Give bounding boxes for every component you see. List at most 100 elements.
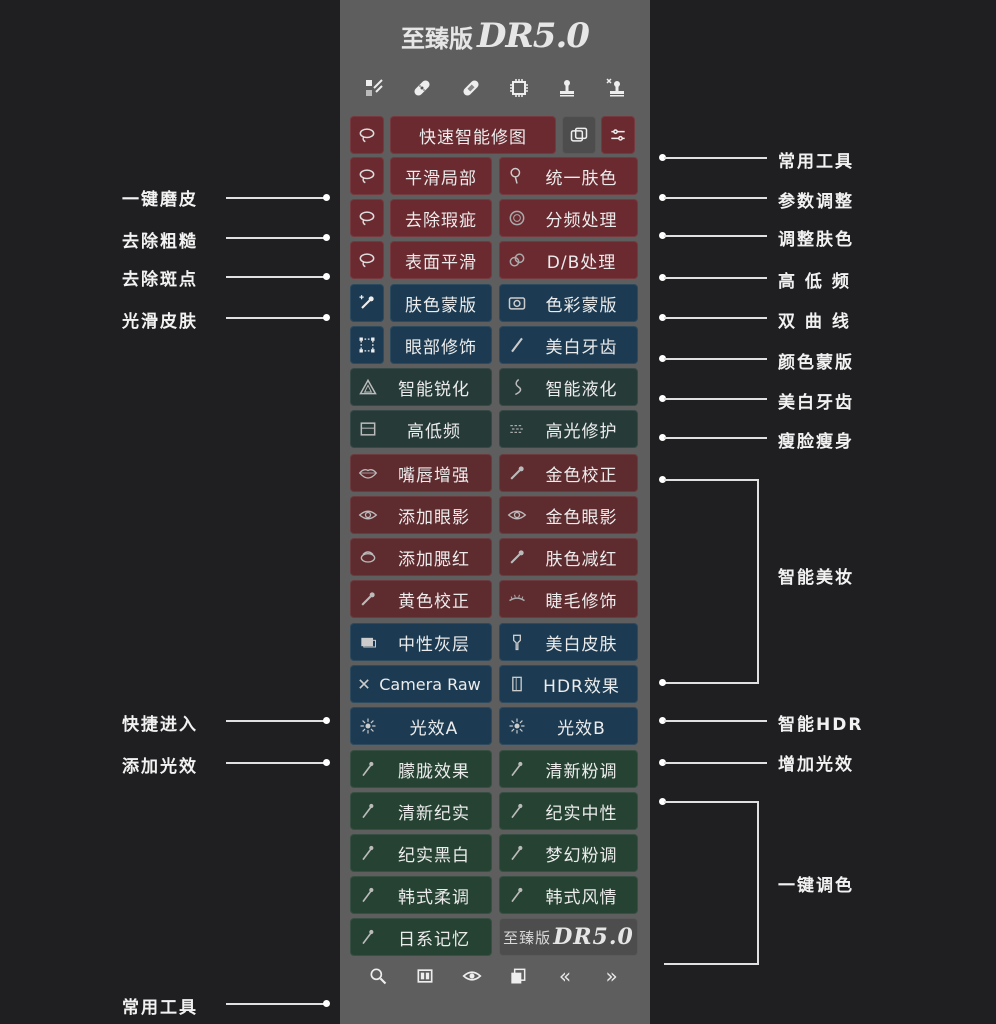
wand-icon bbox=[351, 885, 385, 905]
chip-icon[interactable] bbox=[504, 73, 534, 103]
eyelash-icon bbox=[500, 589, 534, 609]
right-label: 智能HDR bbox=[778, 715, 864, 735]
db-process-label: D/B处理 bbox=[546, 252, 617, 273]
magnifier-icon bbox=[500, 166, 534, 186]
add-blush-label: 添加腮红 bbox=[398, 549, 470, 570]
smart-sharpen-button[interactable]: 智能锐化 bbox=[350, 368, 492, 406]
lasso-button[interactable] bbox=[350, 241, 384, 279]
docu-neutral-button[interactable]: 纪实中性 bbox=[499, 792, 638, 830]
light-effect-b-button[interactable]: 光效B bbox=[499, 707, 638, 745]
camera-icon bbox=[500, 293, 534, 313]
copy-button[interactable] bbox=[562, 116, 596, 154]
bandage-icon[interactable] bbox=[456, 73, 486, 103]
gold-correct-button[interactable]: 金色校正 bbox=[499, 454, 638, 492]
eye-icon[interactable] bbox=[459, 963, 485, 989]
gold-correct-label: 金色校正 bbox=[545, 465, 618, 486]
bandage-icon[interactable] bbox=[407, 73, 437, 103]
korean-style-button[interactable]: 韩式风情 bbox=[499, 876, 638, 914]
next-icon[interactable]: » bbox=[605, 964, 618, 988]
pointer-line bbox=[664, 479, 758, 481]
skin-mask-button[interactable]: 肤色蒙版 bbox=[390, 284, 492, 322]
selection-button[interactable] bbox=[350, 326, 384, 364]
texture-icon bbox=[500, 419, 534, 439]
fresh-pink-button[interactable]: 清新粉调 bbox=[499, 750, 638, 788]
pointer-dot bbox=[659, 314, 666, 321]
db-process-button[interactable]: D/B处理 bbox=[499, 241, 638, 279]
brush-icon bbox=[500, 335, 534, 355]
reduce-red-button[interactable]: 肤色减红 bbox=[499, 538, 638, 576]
korean-soft-button[interactable]: 韩式柔调 bbox=[350, 876, 492, 914]
right-label: 双 曲 线 bbox=[778, 312, 851, 332]
unify-skin-label: 统一肤色 bbox=[545, 168, 618, 189]
whiten-skin-button[interactable]: 美白皮肤 bbox=[499, 623, 638, 661]
lasso-button[interactable] bbox=[350, 199, 384, 237]
wand-icon bbox=[351, 843, 385, 863]
eye-icon bbox=[500, 505, 534, 525]
eyelash-button[interactable]: 睫毛修饰 bbox=[499, 580, 638, 618]
dream-pink-label: 梦幻粉调 bbox=[545, 845, 618, 866]
right-label: 瘦脸瘦身 bbox=[778, 432, 854, 452]
smooth-local-label: 平滑局部 bbox=[405, 168, 477, 189]
add-eyeshadow-button[interactable]: 添加眼影 bbox=[350, 496, 492, 534]
pointer-dot bbox=[323, 1000, 330, 1007]
hazy-effect-button[interactable]: 朦胧效果 bbox=[350, 750, 492, 788]
brand-cn: 至臻版 bbox=[401, 24, 474, 53]
eyedropper-icon bbox=[500, 547, 534, 567]
left-label: 光滑皮肤 bbox=[122, 312, 198, 332]
stamp-x-icon[interactable] bbox=[601, 73, 631, 103]
gold-eyeshadow-button[interactable]: 金色眼影 bbox=[499, 496, 638, 534]
fresh-docu-button[interactable]: 清新纪实 bbox=[350, 792, 492, 830]
prev-icon[interactable]: « bbox=[558, 964, 572, 988]
pointer-dot bbox=[323, 717, 330, 724]
japan-memory-button[interactable]: 日系记忆 bbox=[350, 918, 492, 956]
pointer-dot bbox=[659, 717, 666, 724]
add-blush-button[interactable]: 添加腮红 bbox=[350, 538, 492, 576]
sun-icon bbox=[500, 716, 534, 736]
smart-liquify-button[interactable]: 智能液化 bbox=[499, 368, 638, 406]
neutral-gray-button[interactable]: 中性灰层 bbox=[350, 623, 492, 661]
layers-icon[interactable] bbox=[505, 963, 531, 989]
light-effect-a-button[interactable]: 光效A bbox=[350, 707, 492, 745]
columns-icon[interactable] bbox=[412, 963, 438, 989]
unify-skin-button[interactable]: 统一肤色 bbox=[499, 157, 638, 195]
right-label: 参数调整 bbox=[778, 192, 854, 212]
search-icon[interactable] bbox=[365, 963, 391, 989]
settings-sliders-button[interactable] bbox=[601, 116, 635, 154]
pointer-dot bbox=[323, 314, 330, 321]
stamp-icon[interactable] bbox=[552, 73, 582, 103]
color-mask-button[interactable]: 色彩蒙版 bbox=[499, 284, 638, 322]
freq-separation-button[interactable]: 分频处理 bbox=[499, 199, 638, 237]
hdr-effect-button[interactable]: HDR效果 bbox=[499, 665, 638, 703]
pointer-line bbox=[664, 197, 767, 199]
dream-pink-button[interactable]: 梦幻粉调 bbox=[499, 834, 638, 872]
pointer-dot bbox=[659, 194, 666, 201]
quick-retouch-button[interactable]: 快速智能修图 bbox=[390, 116, 556, 154]
pointer-line bbox=[226, 1003, 326, 1005]
camera-raw-button[interactable]: Camera Raw bbox=[350, 665, 492, 703]
wand-icon bbox=[351, 927, 385, 947]
right-label: 一键调色 bbox=[778, 876, 854, 896]
remove-blemish-button[interactable]: 去除瑕疵 bbox=[390, 199, 492, 237]
pointer-line bbox=[664, 398, 767, 400]
eye-icon bbox=[351, 505, 385, 525]
brush-stamp-icon[interactable] bbox=[359, 73, 389, 103]
yellow-correct-button[interactable]: 黄色校正 bbox=[350, 580, 492, 618]
surface-smooth-button[interactable]: 表面平滑 bbox=[390, 241, 492, 279]
high-low-freq-button[interactable]: 高低频 bbox=[350, 410, 492, 448]
lip-enhance-button[interactable]: 嘴唇增强 bbox=[350, 454, 492, 492]
pointer-line bbox=[664, 358, 767, 360]
docu-bw-label: 纪实黑白 bbox=[398, 845, 470, 866]
whiten-teeth-button[interactable]: 美白牙齿 bbox=[499, 326, 638, 364]
wand-icon bbox=[500, 759, 534, 779]
lasso-button[interactable] bbox=[350, 116, 384, 154]
eye-retouch-button[interactable]: 眼部修饰 bbox=[390, 326, 492, 364]
yellow-correct-label: 黄色校正 bbox=[398, 591, 470, 612]
remove-blemish-label: 去除瑕疵 bbox=[405, 210, 477, 231]
blush-icon bbox=[351, 547, 385, 567]
eyedropper-plus-button[interactable] bbox=[350, 284, 384, 322]
whiten-teeth-label: 美白牙齿 bbox=[545, 337, 618, 358]
docu-bw-button[interactable]: 纪实黑白 bbox=[350, 834, 492, 872]
lasso-button[interactable] bbox=[350, 157, 384, 195]
highlight-repair-button[interactable]: 高光修护 bbox=[499, 410, 638, 448]
smooth-local-button[interactable]: 平滑局部 bbox=[390, 157, 492, 195]
